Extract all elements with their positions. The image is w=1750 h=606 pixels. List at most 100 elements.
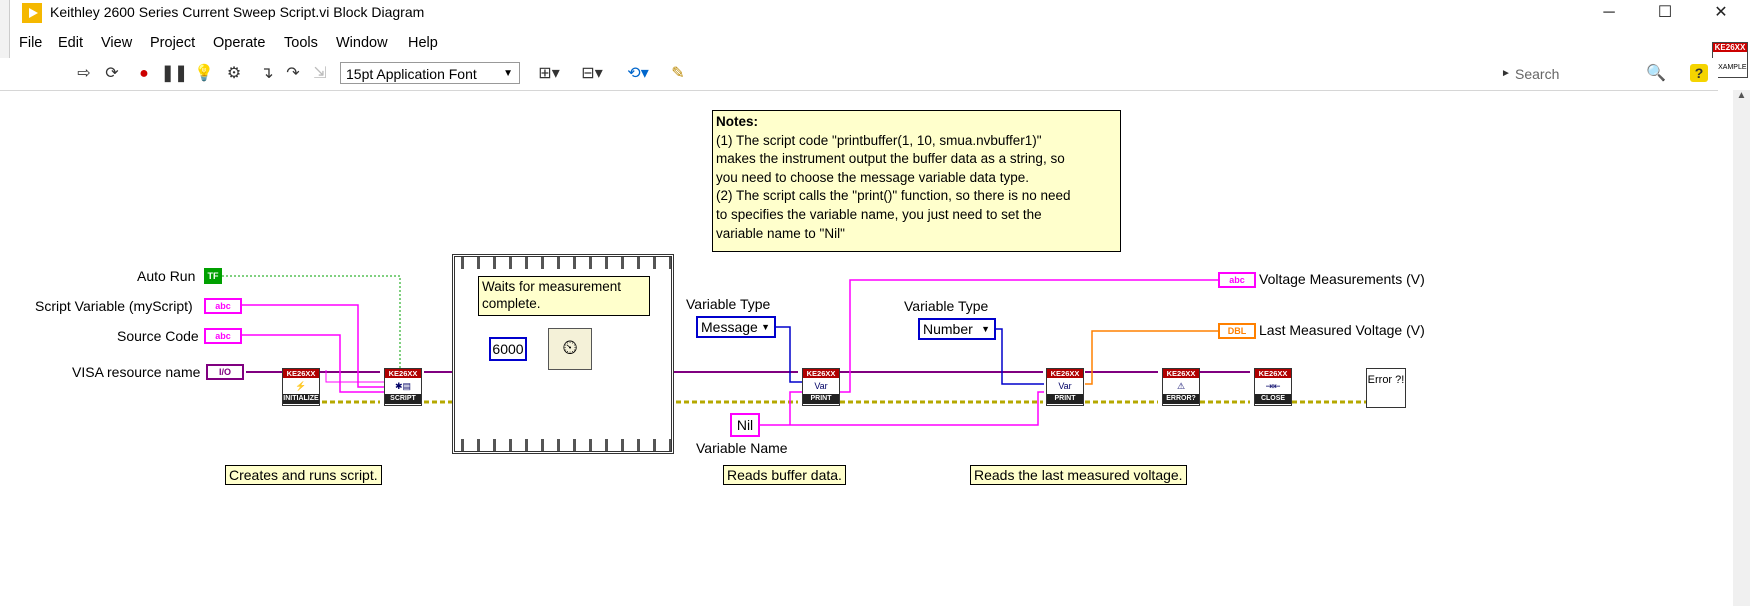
- subvi-label: PRINT: [1047, 394, 1083, 404]
- menu-operate[interactable]: Operate: [213, 35, 266, 51]
- initialize-subvi[interactable]: KE26XX ⚡ INITIALIZE: [282, 368, 320, 406]
- script-subvi[interactable]: KE26XX ✱▤ SCRIPT: [384, 368, 422, 406]
- subvi-label: PRINT: [803, 394, 839, 404]
- script-icon: ✱▤: [394, 381, 412, 391]
- script-variable-terminal[interactable]: abc: [204, 298, 242, 314]
- last-voltage-label: Last Measured Voltage (V): [1259, 322, 1425, 338]
- wait-icon[interactable]: ⏲: [548, 328, 592, 370]
- close-subvi[interactable]: KE26XX ⇥⇤ CLOSE: [1254, 368, 1292, 406]
- error-query-subvi[interactable]: KE26XX ⚠ ERROR?: [1162, 368, 1200, 406]
- menu-view[interactable]: View: [101, 35, 133, 51]
- menu-tools[interactable]: Tools: [284, 35, 318, 51]
- menu-file[interactable]: File: [19, 35, 43, 51]
- subvi-band: KE26XX: [385, 369, 421, 378]
- close-button[interactable]: ✕: [1714, 4, 1728, 21]
- source-code-terminal[interactable]: abc: [204, 328, 242, 344]
- voltage-measurements-label: Voltage Measurements (V): [1259, 271, 1425, 287]
- subvi-band: KE26XX: [803, 369, 839, 378]
- maximize-button[interactable]: ☐: [1657, 4, 1673, 21]
- close-icon: ⇥⇤: [1265, 381, 1281, 391]
- reorder-icon[interactable]: ⟲▾: [627, 65, 649, 82]
- vi-icon-band: KE26XX: [1713, 43, 1747, 52]
- last-voltage-wire: [1085, 330, 1218, 385]
- var-icon: Var: [1058, 381, 1072, 391]
- notes-line: to specifies the variable name, you just…: [716, 206, 1042, 222]
- variable-name-constant[interactable]: Nil: [730, 413, 760, 437]
- timeout-constant[interactable]: 6000: [489, 337, 527, 361]
- variable-type-1-value: Message: [701, 319, 758, 335]
- last-voltage-terminal[interactable]: DBL: [1218, 323, 1256, 339]
- menu-window[interactable]: Window: [336, 35, 388, 51]
- wait-comment: Waits for measurement complete.: [478, 276, 650, 316]
- script-variable-wire: [242, 304, 384, 388]
- toolbar: ⇨ ⟳ ● ❚❚ 💡 ⚙ ↴ ↷ ⇲ 15pt Application Font…: [0, 58, 1718, 91]
- source-code-wire: [242, 334, 384, 393]
- labview-app-icon: [22, 3, 42, 23]
- abort-icon[interactable]: ●: [139, 65, 149, 82]
- vi-icon-label: EXAMPLE: [1713, 64, 1747, 71]
- retain-wire-values-icon[interactable]: ⚙: [226, 65, 242, 82]
- subvi-band: KE26XX: [1047, 369, 1083, 378]
- align-objects-icon[interactable]: ⊞▾: [538, 65, 560, 82]
- notes-line: (1) The script code "printbuffer(1, 10, …: [716, 132, 1042, 148]
- cleanup-diagram-icon[interactable]: ✎: [671, 65, 685, 82]
- auto-run-terminal[interactable]: TF: [204, 268, 222, 284]
- notes-title: Notes:: [716, 114, 759, 129]
- visa-resource-terminal[interactable]: I/O: [206, 364, 244, 380]
- variable-type-1-label: Variable Type: [686, 296, 771, 312]
- search-input[interactable]: Search: [1515, 63, 1655, 85]
- variable-type-1-select[interactable]: Message ▼: [696, 316, 776, 338]
- search-expand-icon[interactable]: ►: [1501, 68, 1511, 79]
- variable-name-label: Variable Name: [696, 440, 788, 456]
- notes-line: (2) The script calls the "print()" funct…: [716, 188, 1071, 204]
- title-bar: Keithley 2600 Series Current Sweep Scrip…: [0, 0, 1750, 26]
- step-out-icon[interactable]: ⇲: [313, 65, 327, 82]
- step-into-icon[interactable]: ↴: [260, 65, 274, 82]
- print-subvi-2[interactable]: KE26XX Var PRINT: [1046, 368, 1084, 406]
- minimize-button[interactable]: ─: [1603, 4, 1615, 21]
- notes-line: makes the instrument output the buffer d…: [716, 151, 1065, 167]
- menu-edit[interactable]: Edit: [58, 35, 83, 51]
- var-icon: Var: [814, 381, 828, 391]
- visa-resource-label: VISA resource name: [72, 364, 201, 380]
- variable-type-2-label: Variable Type: [904, 298, 989, 314]
- variable-name-wire: [760, 391, 1044, 426]
- creates-script-comment: Creates and runs script.: [225, 465, 382, 485]
- font-select[interactable]: 15pt Application Font ▼: [340, 62, 520, 84]
- simple-error-handler[interactable]: Error ?!: [1366, 368, 1406, 408]
- subvi-band: KE26XX: [283, 369, 319, 378]
- notes-comment: Notes: (1) The script code "printbuffer(…: [712, 110, 1121, 252]
- subvi-label: INITIALIZE: [283, 394, 319, 404]
- search-placeholder: Search: [1515, 66, 1560, 82]
- subvi-label: CLOSE: [1255, 394, 1291, 404]
- vertical-scrollbar[interactable]: ▲: [1733, 90, 1750, 606]
- notes-line: you need to choose the message variable …: [716, 169, 1029, 185]
- auto-run-wire: [222, 275, 401, 372]
- chevron-down-icon: ▼: [981, 324, 990, 334]
- script-variable-label: Script Variable (myScript): [35, 298, 193, 314]
- notes-line: variable name to "Nil": [716, 225, 845, 241]
- vartype1-wire: [775, 326, 804, 383]
- distribute-objects-icon[interactable]: ⊟▾: [581, 65, 603, 82]
- search-icon[interactable]: 🔍: [1646, 65, 1666, 82]
- run-arrow-icon[interactable]: ⇨: [77, 65, 91, 82]
- voltage-measurements-terminal[interactable]: abc: [1218, 272, 1256, 288]
- menu-help[interactable]: Help: [408, 35, 438, 51]
- highlight-execution-icon[interactable]: 💡: [194, 65, 214, 82]
- chevron-down-icon: ▼: [761, 322, 770, 332]
- subvi-label: SCRIPT: [385, 394, 421, 404]
- chevron-down-icon: ▼: [503, 68, 513, 79]
- vartype2-wire: [996, 328, 1044, 385]
- menu-project[interactable]: Project: [150, 35, 196, 51]
- print-subvi-1[interactable]: KE26XX Var PRINT: [802, 368, 840, 406]
- window-title: Keithley 2600 Series Current Sweep Scrip…: [50, 4, 425, 20]
- sequence-film-top: [455, 257, 671, 269]
- context-help-button[interactable]: ?: [1690, 64, 1708, 82]
- run-continuously-icon[interactable]: ⟳: [105, 65, 119, 82]
- variable-type-2-select[interactable]: Number ▼: [918, 318, 996, 340]
- step-over-icon[interactable]: ↷: [286, 65, 300, 82]
- vi-icon[interactable]: KE26XX EXAMPLE: [1712, 42, 1748, 78]
- initialize-icon: ⚡: [295, 381, 307, 391]
- scroll-up-icon[interactable]: ▲: [1736, 90, 1747, 101]
